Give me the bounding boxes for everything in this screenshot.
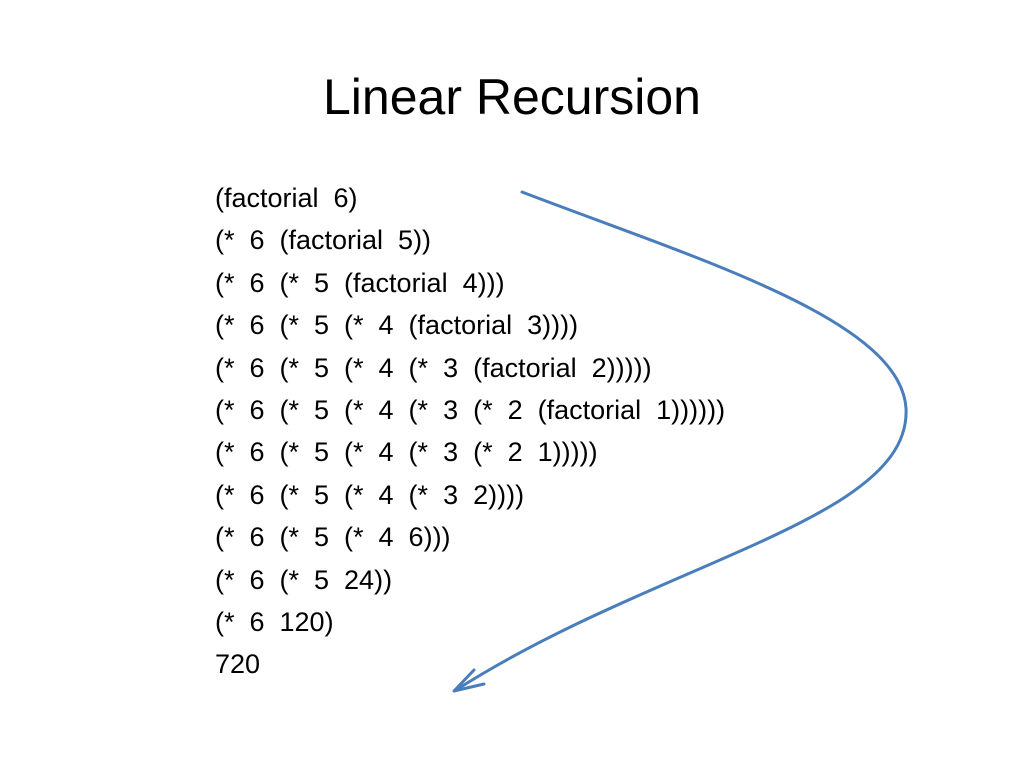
- expansion-line: (* 6 (* 5 (* 4 (factorial 3)))): [215, 310, 579, 341]
- expansion-line: (* 6 (* 5 (* 4 (* 3 2)))): [215, 479, 525, 510]
- expansion-line: (* 6 (* 5 (* 4 (* 3 (* 2 (factorial 1)))…: [215, 395, 726, 426]
- expansion-line: (* 6 (* 5 24)): [215, 564, 393, 595]
- expansion-list: (factorial 6) (* 6 (factorial 5)) (* 6 (…: [215, 177, 725, 686]
- expansion-line: (* 6 (* 5 (* 4 6))): [215, 522, 451, 553]
- expansion-line: 720: [215, 649, 261, 680]
- expansion-line: (* 6 (* 5 (* 4 (* 3 (* 2 1))))): [215, 437, 598, 468]
- expansion-line: (* 6 120): [215, 607, 334, 638]
- expansion-line: (* 6 (* 5 (factorial 4))): [215, 267, 505, 298]
- expansion-line: (factorial 6): [215, 183, 358, 213]
- expansion-line: (* 6 (factorial 5)): [215, 225, 432, 256]
- expansion-line: (* 6 (* 5 (* 4 (* 3 (factorial 2))))): [215, 352, 652, 383]
- slide-title: Linear Recursion: [323, 69, 701, 125]
